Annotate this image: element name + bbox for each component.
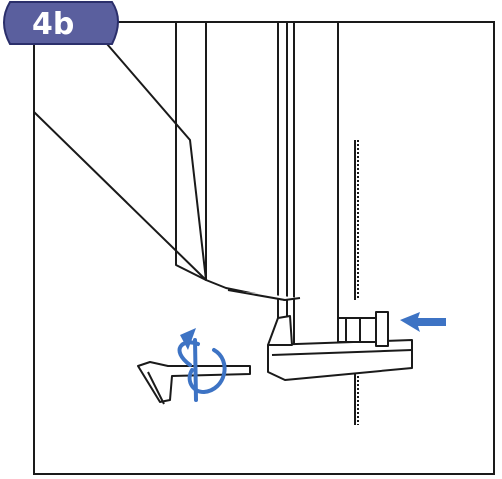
hex-key-icon: [137, 361, 251, 405]
rotate-arrow-icon: [177, 328, 227, 402]
illustration-frame: [33, 21, 495, 475]
insert-arrow-icon: [400, 312, 446, 332]
cabinet-corner: [33, 21, 339, 360]
step-label: 4b: [32, 7, 74, 42]
leveling-bracket: [227, 289, 413, 381]
step-badge[interactable]: 4b: [3, 0, 119, 45]
threaded-rod: [354, 140, 359, 425]
